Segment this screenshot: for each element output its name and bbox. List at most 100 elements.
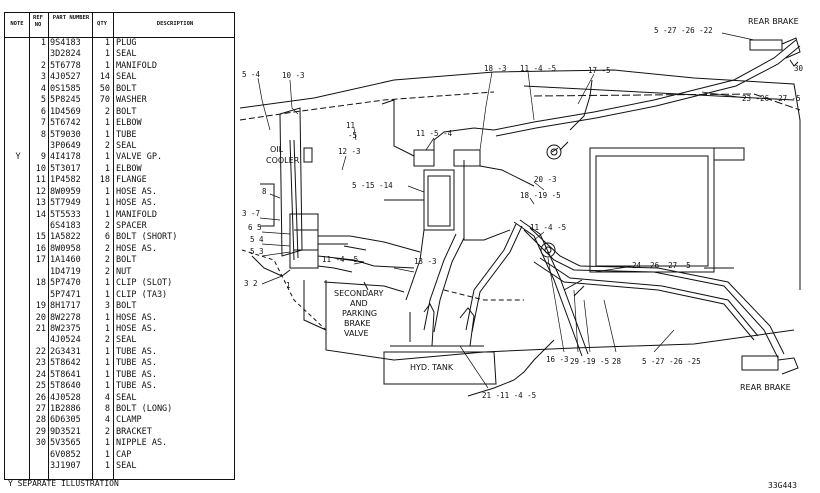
cell-part-number: 3J1907: [50, 461, 81, 472]
cell-part-number: 8W2375: [50, 323, 81, 334]
cell-qty: 1: [104, 346, 110, 357]
cell-qty: 4: [104, 392, 110, 403]
callout-11-4-5-mid: 11 -4 -5: [530, 223, 566, 232]
cell-description: FLANGE: [116, 175, 147, 186]
cell-part-number: 4I4178: [50, 152, 81, 163]
cell-description: SPACER: [116, 221, 147, 231]
cell-description: SEAL: [116, 392, 137, 403]
cell-description: WASHER: [116, 95, 147, 106]
cell-qty: 70: [99, 95, 110, 106]
cell-part-number: 6S4183: [50, 221, 81, 231]
cell-part-number: 6D6305: [50, 415, 81, 426]
callout-5-27-26-25: 5 -27 -26 -25: [642, 357, 701, 366]
cell-ref-no: 19: [35, 301, 46, 312]
cell-part-number: 3P0649: [50, 140, 81, 151]
cell-qty: 3: [104, 301, 110, 312]
callout-17-5: 17 -5: [588, 66, 611, 75]
cell-part-number: 5T9030: [50, 129, 81, 140]
callout-11-5-4: 11 -5 -4: [416, 129, 453, 138]
cell-qty: 1: [104, 129, 110, 140]
callout-8: 8: [262, 187, 267, 196]
cell-description: TUBE AS.: [116, 381, 157, 392]
cell-qty: 1: [104, 278, 110, 289]
cell-part-number: 2G3431: [50, 346, 81, 357]
cell-ref-no: 17: [35, 255, 46, 266]
cell-ref-no: 1: [40, 38, 46, 48]
cell-part-number: 5T8642: [50, 358, 81, 369]
header-description: DESCRIPTION: [156, 21, 194, 27]
callout-21-11-4-5: 21 -11 -4 -5: [482, 391, 536, 400]
callout-29: 29: [570, 357, 579, 366]
cell-ref-no: 28: [35, 415, 46, 426]
cell-ref-no: 3: [40, 72, 46, 83]
legend-note: Y SEPARATE ILLUSTRATION: [8, 479, 119, 488]
cell-qty: 4: [104, 415, 110, 426]
cell-description: CAP: [116, 449, 132, 460]
cell-part-number: 4J0524: [50, 335, 81, 346]
cell-description: BOLT: [116, 106, 137, 117]
cell-ref-no: 13: [35, 198, 46, 209]
cell-qty: 2: [104, 140, 110, 151]
label-secondary-2: AND: [350, 299, 368, 308]
callout-13-3: 13 -3: [414, 257, 437, 266]
cell-part-number: 5T6742: [50, 118, 81, 129]
cell-qty: 1: [104, 358, 110, 369]
cell-part-number: 5T8640: [50, 381, 81, 392]
cell-part-number: 3D2824: [50, 49, 81, 60]
cell-ref-no: 18: [35, 278, 46, 289]
callout-3-2: 3 2: [244, 279, 258, 288]
cell-description: BOLT: [116, 83, 137, 94]
callout-18-3-top: 18 -3: [484, 64, 507, 73]
cell-qty: 1: [104, 209, 110, 220]
cell-part-number: 5T6778: [50, 60, 81, 71]
cell-qty: 1: [104, 163, 110, 174]
table-row: 8 5T9030 1 TUBE: [5, 130, 234, 141]
callout-11b: -5: [348, 131, 357, 140]
cell-description: SEAL: [116, 72, 137, 83]
cell-part-number: 5T3017: [50, 163, 81, 174]
cell-qty: 2: [104, 266, 110, 277]
cell-qty: 2: [104, 426, 110, 437]
cell-description: NUT: [116, 266, 132, 277]
cell-qty: 14: [99, 72, 110, 83]
cell-description: BOLT (SHORT): [116, 232, 178, 243]
cell-description: HOSE AS.: [116, 198, 157, 209]
cell-part-number: 1D4719: [50, 266, 81, 277]
callout-5-4: 5 -4: [242, 70, 261, 79]
cell-description: TUBE: [116, 129, 137, 140]
cell-description: BOLT: [116, 301, 137, 312]
cell-ref-no: 22: [35, 346, 46, 357]
cell-ref-no: 25: [35, 381, 46, 392]
cell-qty: 1: [104, 198, 110, 209]
cell-ref-no: 27: [35, 404, 46, 414]
cell-qty: 8: [104, 404, 110, 414]
hydraulic-brake-diagram: REAR BRAKE REAR BRAKE OIL COOLER SECONDA…: [239, 17, 804, 400]
header-note: NOTE: [10, 21, 24, 27]
cell-qty: 1: [104, 461, 110, 472]
drawing-id: 33G443: [768, 481, 797, 490]
cell-qty: 2: [104, 335, 110, 346]
cell-ref-no: 8: [40, 129, 46, 140]
label-secondary-4: BRAKE: [344, 319, 371, 328]
cell-description: SEAL: [116, 461, 137, 472]
cell-qty: 2: [104, 243, 110, 254]
cell-part-number: 8W0959: [50, 186, 81, 197]
callout-6-5: 6 5: [248, 223, 262, 232]
cell-part-number: 9D3521: [50, 426, 81, 437]
cell-description: ELBOW: [116, 163, 142, 174]
cell-part-number: 4J0528: [50, 392, 81, 403]
